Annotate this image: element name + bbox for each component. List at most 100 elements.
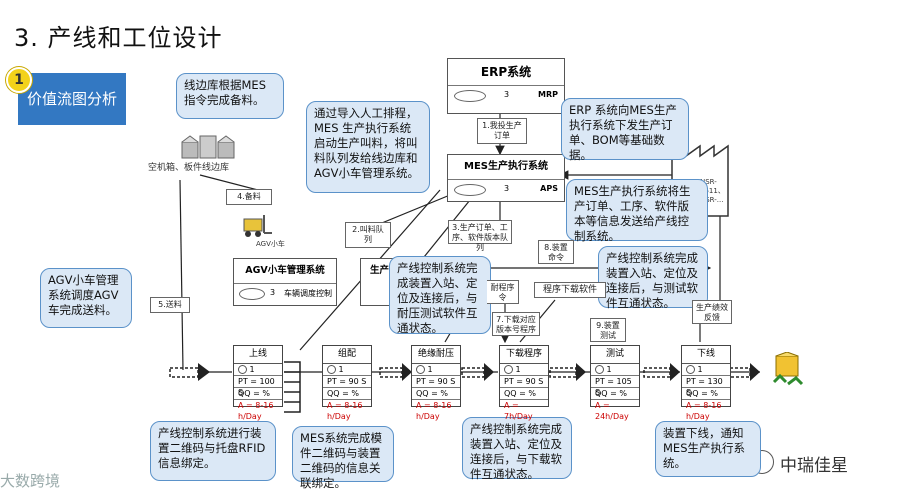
tag-9-test: 9.装置测试 <box>590 318 626 342</box>
callout-line-side-warehouse: 线边库根据MES指令完成备料。 <box>176 73 284 119</box>
agv-system-box: AGV小车管理系统 3 车辆调度控制 <box>233 258 337 306</box>
warehouse-boxes-icon <box>178 128 248 168</box>
callout-mes-binding: MES系统完成模件二维码与装置二维码的信息关联绑定。 <box>292 426 394 482</box>
callout-agv: AGV小车管理系统调度AGV车完成送料。 <box>40 268 132 328</box>
process-qq-label: QQ = <box>595 389 617 398</box>
erp-num: 3 <box>504 90 509 99</box>
process-counter-row: 1 <box>323 364 371 376</box>
process-counter: 1 <box>428 365 433 374</box>
process-counter: 1 <box>516 365 521 374</box>
supermarket-icon <box>284 362 300 412</box>
process-counter-row: 1 <box>682 364 730 376</box>
process-counter-row: 1 <box>234 364 282 376</box>
operator-icon <box>239 288 265 300</box>
process-qq: QQ = % <box>500 388 548 400</box>
process-name: 下载程序 <box>500 346 548 364</box>
operator-icon <box>595 365 604 374</box>
callout-line-binding: 产线控制系统进行装置二维码与托盘RFID信息绑定。 <box>150 421 276 481</box>
callout-offline: 装置下线，通知MES生产执行系统。 <box>655 421 761 477</box>
callout-erp: ERP 系统向MES生产执行系统下发生产订单、BOM等基础数据。 <box>561 98 689 160</box>
operator-icon <box>686 365 695 374</box>
erp-code: MRP <box>538 90 558 99</box>
process-rate: A = 24h/Day <box>591 400 639 411</box>
process-rate: A = 8-16 h/Day <box>682 400 730 411</box>
callout-mes-import: 通过导入人工排程，MES 生产执行系统启动生产叫料，将叫料队列发给线边库和AGV… <box>306 101 430 193</box>
erp-title: ERP系统 <box>448 59 564 86</box>
process-pct: % <box>619 389 627 398</box>
process-pt: PT = 90 S <box>412 376 460 388</box>
process-name: 下线 <box>682 346 730 364</box>
agv-num: 3 <box>270 288 275 297</box>
process-qq: QQ = % <box>412 388 460 400</box>
process-qq: QQ = % <box>234 388 282 400</box>
process-rate: A = 8-16 h/Day <box>412 400 460 411</box>
process-qq: QQ = % <box>591 388 639 400</box>
operator-icon <box>327 365 336 374</box>
process-rate: A = 7h/Day <box>500 400 548 411</box>
process-counter-row: 1 <box>412 364 460 376</box>
process-pt: PT = 105 S <box>591 376 639 388</box>
mes-title: MES生产执行系统 <box>448 155 564 180</box>
process-name: 组配 <box>323 346 371 364</box>
operator-icon <box>504 365 513 374</box>
process-pt: PT = 130 S <box>682 376 730 388</box>
finished-goods-icon <box>770 352 806 388</box>
process-name: 测试 <box>591 346 639 364</box>
callout-download: 产线控制系统完成装置入站、定位及连接后，与下载软件互通状态。 <box>462 417 572 479</box>
process-pt: PT = 90 S <box>500 376 548 388</box>
callout-pressure-test: 产线控制系统完成装置入站、定位及连接后，与耐压测试软件互通状态。 <box>389 256 491 334</box>
process-qq-label: QQ = <box>416 389 438 398</box>
process-qq-label: QQ = <box>327 389 349 398</box>
process-counter-row: 1 <box>591 364 639 376</box>
tag-7-download: 7.下载对应版本号程序 <box>492 312 540 336</box>
section-number-badge: 1 <box>6 67 32 93</box>
process-qq-label: QQ = <box>238 389 260 398</box>
process-pct: % <box>262 389 270 398</box>
process-box: 下载程序 1PT = 90 SQQ = %A = 7h/Day <box>499 345 549 407</box>
tag-8-command: 8.装置命令 <box>538 240 574 264</box>
agv-forklift-icon <box>240 213 274 239</box>
tag-5-deliver: 5.送料 <box>150 297 190 313</box>
erp-system-box: ERP系统 3 MRP <box>447 58 565 114</box>
mes-num: 3 <box>504 184 509 193</box>
process-pct: % <box>528 389 536 398</box>
process-qq-label: QQ = <box>686 389 708 398</box>
tag-2-calling-queue: 2.叫料队列 <box>345 222 391 248</box>
process-pt: PT = 100 S <box>234 376 282 388</box>
process-counter-row: 1 <box>500 364 548 376</box>
process-counter: 1 <box>339 365 344 374</box>
callout-mes-to-line: MES生产执行系统将生产订单、工序、软件版本等信息发送给产线控制系统。 <box>566 179 708 241</box>
callout-test: 产线控制系统完成装置入站、定位及连接后，与测试软件互通状态。 <box>598 246 708 308</box>
operator-icon <box>416 365 425 374</box>
agv-title: AGV小车管理系统 <box>234 259 336 284</box>
process-qq: QQ = % <box>682 388 730 400</box>
operator-icon <box>454 184 486 196</box>
process-name: 绝缘耐压 <box>412 346 460 364</box>
process-counter: 1 <box>607 365 612 374</box>
process-counter: 1 <box>698 365 703 374</box>
process-qq: QQ = % <box>323 388 371 400</box>
tag-3-order-queue: 3.生产订单、工序、软件版本队列 <box>448 220 512 244</box>
mes-code: APS <box>540 184 558 193</box>
process-counter: 1 <box>250 365 255 374</box>
mes-system-box: MES生产执行系统 3 APS <box>447 154 565 202</box>
process-pt: PT = 90 S <box>323 376 371 388</box>
tag-feedback: 生产绩效反馈 <box>692 300 732 324</box>
process-qq-label: QQ = <box>504 389 526 398</box>
process-pct: % <box>440 389 448 398</box>
tag-4-prepare: 4.备料 <box>226 189 272 205</box>
tag-1-order: 1.我投生产订单 <box>477 118 527 144</box>
operator-icon <box>454 90 486 102</box>
process-name: 上线 <box>234 346 282 364</box>
operator-icon <box>238 365 247 374</box>
agv-code: 车辆调度控制 <box>284 288 332 299</box>
process-pct: % <box>710 389 718 398</box>
tag-download-software: 程序下载软件 <box>534 282 606 298</box>
process-rate: A = 8-16 h/Day <box>323 400 371 411</box>
process-pct: % <box>351 389 359 398</box>
